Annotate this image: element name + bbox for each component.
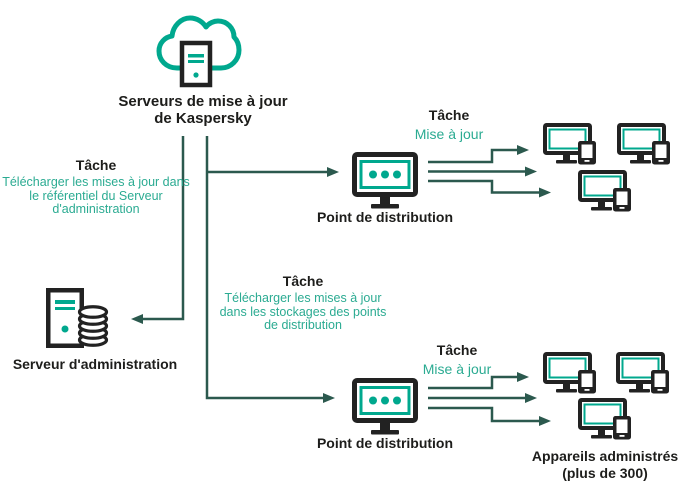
- arrow-dp-bottom-to-devices-3: [428, 406, 551, 426]
- task-description-line: de distribution: [264, 318, 342, 332]
- cloud-update-servers-icon: [156, 15, 242, 88]
- managed-device-icon: [617, 123, 672, 167]
- task-description-line: le référentiel du Serveur: [29, 188, 163, 203]
- managed-device-icon: [543, 123, 598, 167]
- task-update-bottom: Tâche Mise à jour: [397, 342, 517, 377]
- distribution-point-top-label: Point de distribution: [316, 209, 454, 225]
- connector-lines: [131, 136, 551, 426]
- task-title: Tâche: [282, 273, 324, 289]
- arrow-cloud-to-admin-server: [131, 136, 185, 324]
- arrow-dp-top-to-devices-1: [428, 145, 529, 164]
- task-description-line: Télécharger les mises à jour: [224, 291, 382, 305]
- admin-server-icon: [46, 288, 109, 348]
- admin-server-label: Serveur d'administration: [12, 356, 178, 372]
- task-download-dp: Tâche Télécharger les mises à jour dans …: [203, 273, 403, 333]
- task-title: Tâche: [428, 107, 470, 123]
- task-subtitle: Mise à jour: [422, 361, 492, 377]
- task-description-line: Télécharger les mises à jour dans: [2, 175, 190, 189]
- update-servers-label-line2: de Kaspersky: [154, 110, 252, 127]
- update-servers-label: Serveurs de mise à jour de Kaspersky: [103, 93, 303, 127]
- arrow-cloud-to-dp-bottom: [205, 136, 335, 403]
- managed-device-icon: [578, 170, 633, 214]
- distribution-point-top-icon: [355, 155, 416, 209]
- task-description-line: d'administration: [52, 202, 140, 216]
- managed-device-icon: [543, 352, 598, 396]
- arrow-dp-bottom-to-devices-1: [428, 372, 529, 390]
- managed-device-icon: [578, 398, 633, 442]
- task-subtitle: Mise à jour: [414, 126, 484, 142]
- task-title: Tâche: [75, 157, 117, 173]
- task-update-top: Tâche Mise à jour: [389, 107, 509, 142]
- managed-device-icon: [616, 352, 671, 396]
- arrow-dp-top-to-devices-3: [428, 179, 551, 198]
- database-disks-icon: [77, 305, 109, 347]
- task-description-line: dans les stockages des points: [219, 304, 387, 319]
- distribution-point-bottom-icon: [355, 381, 416, 435]
- managed-devices-caption-line2: (plus de 300): [562, 465, 648, 481]
- managed-devices-caption-line1: Appareils administrés: [531, 448, 679, 464]
- distribution-point-bottom-label: Point de distribution: [316, 435, 454, 451]
- task-download-admin: Tâche Télécharger les mises à jour dans …: [1, 157, 191, 217]
- task-title: Tâche: [436, 342, 478, 358]
- managed-devices-caption: Appareils administrés (plus de 300): [515, 448, 686, 482]
- update-servers-label-line1: Serveurs de mise à jour: [118, 93, 288, 110]
